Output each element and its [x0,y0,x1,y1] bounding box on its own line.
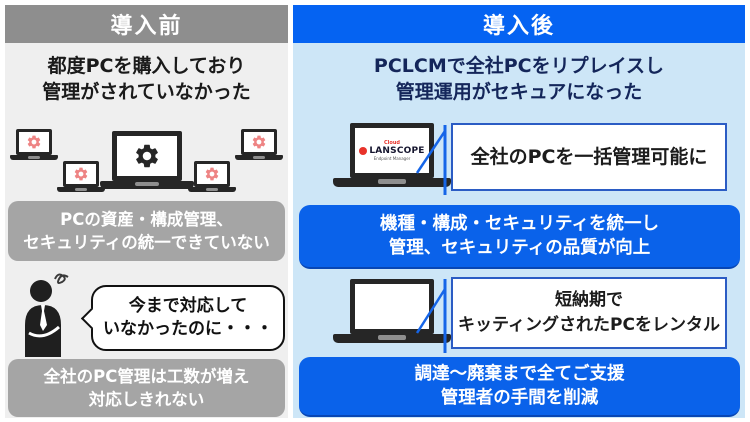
after-title: PCLCMで全社PCをリプレイスし 管理運用がセキュアになった [293,53,745,105]
gear-icon [73,166,89,182]
speech-bubble: 今まで対応して いなかったのに・・・ [91,285,285,351]
person-icon [25,273,69,357]
before-issue-box-2: 全社のPC管理は工数が増え 対応しきれない [8,359,285,417]
lanscope-logo-dot-icon [359,147,368,155]
laptop-icon [188,161,236,192]
after-callout-2: 短納期で キッティングされたPCをレンタル [451,277,727,349]
gear-icon [251,134,267,150]
laptop-screen [16,129,52,155]
speech-line1: 今まで対応して [128,296,248,316]
after-benefit1-line1: 機種・構成・セキュリティを統一し [380,214,659,234]
after-title-line2: 管理運用がセキュアになった [395,81,643,103]
lanscope-logo-sub: Endpoint Manager [373,155,411,161]
gear-icon [204,166,220,182]
before-header: 導入前 [5,5,288,43]
laptop-screen [112,131,182,181]
laptop-base [10,155,58,160]
laptop-base [333,178,451,187]
frustration-scribble-icon [54,273,69,284]
after-header: 導入後 [293,5,745,43]
before-header-label: 導入前 [110,14,183,39]
after-header-label: 導入後 [482,14,555,39]
laptop-base [100,181,194,189]
after-panel: 導入後 PCLCMで全社PCをリプレイスし 管理運用がセキュアになった Clou… [293,5,745,418]
before-title: 都度PCを購入しており 管理がされていなかった [5,53,288,105]
laptop-base [57,187,105,192]
unmanaged-pc-cluster [5,117,288,201]
after-benefit-box-1: 機種・構成・セキュリティを統一し 管理、セキュリティの品質が向上 [299,205,740,269]
after-callout1-line1: 全社のPCを一括管理可能に [470,145,708,168]
gear-icon [133,142,161,170]
after-benefit2-line1: 調達〜廃棄まで全てご支援 [414,364,625,384]
before-issue2-line1: 全社のPC管理は工数が増え [43,367,250,386]
before-issue1-line1: PCの資産・構成管理、 [60,210,233,229]
laptop-screen [63,161,99,187]
callout-connector-line [415,279,447,353]
lanscope-logo-brand: LANSCOPE [369,145,425,156]
lanscope-logo: Cloud LANSCOPE Endpoint Manager [359,139,425,161]
before-issue1-line2: セキュリティの統一できていない [23,233,270,252]
laptop-icon [100,131,194,189]
callout-connector-line [415,125,447,195]
after-benefit2-line2: 管理者の手間を削減 [440,388,599,408]
after-benefit1-line2: 管理、セキュリティの品質が向上 [388,238,651,258]
after-benefit-box-2: 調達〜廃棄まで全てご支援 管理者の手間を削減 [299,357,740,417]
after-feature-row-1: Cloud LANSCOPE Endpoint Manager 全社のPCを一括… [293,117,745,203]
frustrated-admin: 今まで対応して いなかったのに・・・ [5,267,288,357]
laptop-base [188,187,236,192]
laptop-base [235,155,283,160]
before-issue2-line2: 対応しきれない [88,390,205,409]
after-callout-1: 全社のPCを一括管理可能に [451,123,727,191]
laptop-screen [350,279,434,334]
after-callout2-line1: 短納期で [555,290,623,310]
laptop-icon [10,129,58,160]
laptop-base [333,334,451,343]
laptop-icon [235,129,283,160]
gear-icon [26,134,42,150]
before-panel: 導入前 都度PCを購入しており 管理がされていなかった [5,5,288,418]
after-title-line1: PCLCMで全社PCをリプレイスし [373,55,665,77]
before-title-line1: 都度PCを購入しており [47,55,246,77]
laptop-icon [57,161,105,192]
laptop-screen [241,129,277,155]
laptop-screen [194,161,230,187]
lanscope-logo-cloud: Cloud [384,139,400,146]
rental-laptop-icon [333,279,451,343]
after-feature-row-2: 短納期で キッティングされたPCをレンタル [293,273,745,363]
before-title-line2: 管理がされていなかった [42,81,251,103]
before-issue-box-1: PCの資産・構成管理、 セキュリティの統一できていない [8,201,285,261]
speech-line2: いなかったのに・・・ [103,319,273,339]
after-callout2-line2: キッティングされたPCをレンタル [458,315,720,335]
